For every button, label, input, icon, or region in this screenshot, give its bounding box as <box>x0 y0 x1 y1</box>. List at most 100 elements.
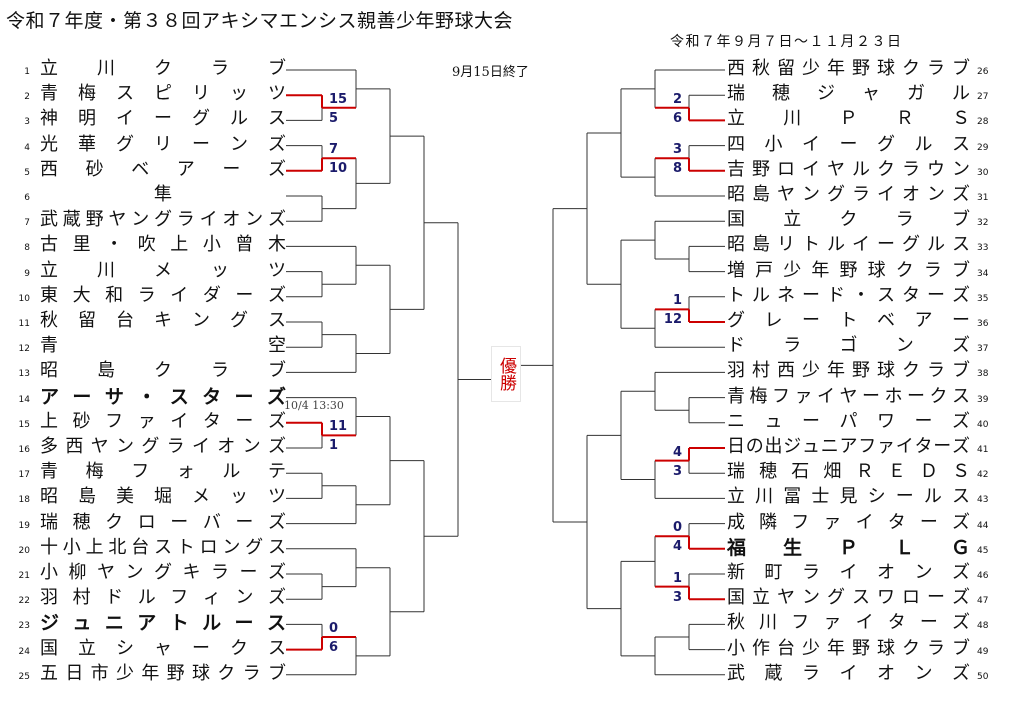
team-name-char: フ <box>791 612 810 634</box>
team-name-char: 国 <box>727 209 745 231</box>
team-name-char: ヤ <box>827 158 845 180</box>
team-name-char: 穂 <box>72 511 91 533</box>
team-number: 45 <box>977 545 989 556</box>
team-number: 3 <box>24 117 30 128</box>
team-name-char: ・ <box>105 234 124 256</box>
team-name-char: ン <box>245 209 264 231</box>
match-score: 12 <box>663 312 682 328</box>
team-name-char: ズ <box>952 662 970 684</box>
team-name-char: ズ <box>268 133 286 155</box>
team-name: 成隣ファイターズ <box>727 512 970 534</box>
team-name-char: 留 <box>777 58 795 79</box>
team-name-char: ヤ <box>839 385 858 407</box>
team-name-char: 村 <box>752 360 770 382</box>
team-name-char: 球 <box>867 259 886 281</box>
team-name: 上砂ファイターズ <box>40 411 286 433</box>
team-name-char: 梅 <box>749 385 768 407</box>
team-name-char: 成 <box>727 511 745 533</box>
team-name-char: ッ <box>211 259 229 281</box>
team-number: 35 <box>977 293 989 304</box>
team-name-char: ラ <box>176 209 195 231</box>
team-name-char: ラ <box>802 562 820 583</box>
team-name-char: ラ <box>927 637 945 659</box>
team-name-char: ン <box>192 310 210 331</box>
team-name-char: 小 <box>40 562 58 583</box>
team-name-char: 光 <box>40 133 58 155</box>
team-name-char: オ <box>902 184 920 205</box>
team-name-char: ァ <box>823 511 842 533</box>
team-number: 24 <box>18 646 30 657</box>
team-name-char: 柳 <box>68 562 87 583</box>
team-name-char: 町 <box>764 562 783 583</box>
team-name-char: 球 <box>877 360 895 382</box>
team-name-char: イ <box>191 436 210 457</box>
team-name-char: メ <box>154 259 172 281</box>
team-name-char: 空 <box>268 335 286 357</box>
team-name-char: グ <box>230 310 248 331</box>
team-name-char: ー <box>235 284 254 306</box>
team-name-char: メ <box>192 486 210 508</box>
team-name-char: ト <box>802 234 820 256</box>
team-name-char: ズ <box>267 209 286 231</box>
tournament-period: 令和７年９月７日～１１月２３日 <box>670 34 903 50</box>
team-name-char: ラ <box>923 259 942 281</box>
team-name-char: 出 <box>764 436 783 457</box>
match-score: 2 <box>672 91 682 107</box>
team-name-char: ス <box>877 284 895 306</box>
team-name-char: ラ <box>211 562 229 583</box>
team-name-char: ラ <box>802 662 820 684</box>
team-number: 36 <box>977 319 989 329</box>
team-name-char: 立 <box>783 209 802 231</box>
team-name-char: ダ <box>202 284 221 306</box>
team-name-char: オ <box>877 562 895 583</box>
match-score: 15 <box>329 91 348 107</box>
team-name: 西砂ベアーズ <box>40 159 286 181</box>
team-name-char: ロ <box>199 536 218 558</box>
team-number: 13 <box>18 369 30 380</box>
team-name-char: ー <box>877 234 895 256</box>
team-name-char: 秋 <box>752 58 770 79</box>
team-name-char: Ｅ <box>887 461 906 483</box>
team-number: 40 <box>977 419 989 430</box>
team-name-char: タ <box>887 511 906 533</box>
team-name-char: ベ <box>131 158 150 180</box>
team-name-char: Ｐ <box>838 536 858 559</box>
team-name-char: ラ <box>927 360 945 382</box>
team-name-char: ャ <box>862 83 880 105</box>
team-number: 41 <box>977 445 989 455</box>
team-number: 4 <box>24 142 30 153</box>
team-name-char: 上 <box>85 536 104 558</box>
team-name-char: ズ <box>951 612 970 634</box>
match-score: 7 <box>329 142 339 158</box>
team-name-char: 五 <box>40 662 58 684</box>
progress-status: 9月15日終了 <box>452 65 529 80</box>
team-name: 瑞穂クローバーズ <box>40 512 286 534</box>
team-name-char: 台 <box>131 536 150 558</box>
team-number: 43 <box>977 495 989 506</box>
team-name-char: 華 <box>78 133 96 155</box>
team-name-char: ァ <box>794 385 813 407</box>
team-name-char: 年 <box>827 360 845 382</box>
match-score: 1 <box>672 293 682 309</box>
team-name: 立川冨士見シールス <box>727 486 970 508</box>
team-number: 37 <box>977 344 989 355</box>
match-score: 6 <box>329 640 339 655</box>
team-name-char: 国 <box>40 637 58 659</box>
team-name-char: ロ <box>902 587 920 609</box>
team-name: 昭島リトルイーグルス <box>727 234 970 256</box>
team-name-char: イ <box>852 234 870 256</box>
team-name: 青梅スピリッツ <box>40 83 286 105</box>
team-name-char: 瑞 <box>727 461 745 483</box>
team-name-char: ブ <box>952 58 970 79</box>
team-name-char: ク <box>154 360 172 382</box>
team-name: 十小上北台ストロングス <box>40 537 286 559</box>
team-name-char: ジ <box>817 83 835 105</box>
match-score: 0 <box>329 621 339 636</box>
team-name-char: ド <box>827 284 845 306</box>
team-name-char: 北 <box>108 536 127 558</box>
team-name-char: 堀 <box>154 486 172 508</box>
champion-box: 優勝 <box>491 346 521 402</box>
team-name-char: ル <box>202 612 222 635</box>
team-name-char: ・ <box>852 284 870 306</box>
